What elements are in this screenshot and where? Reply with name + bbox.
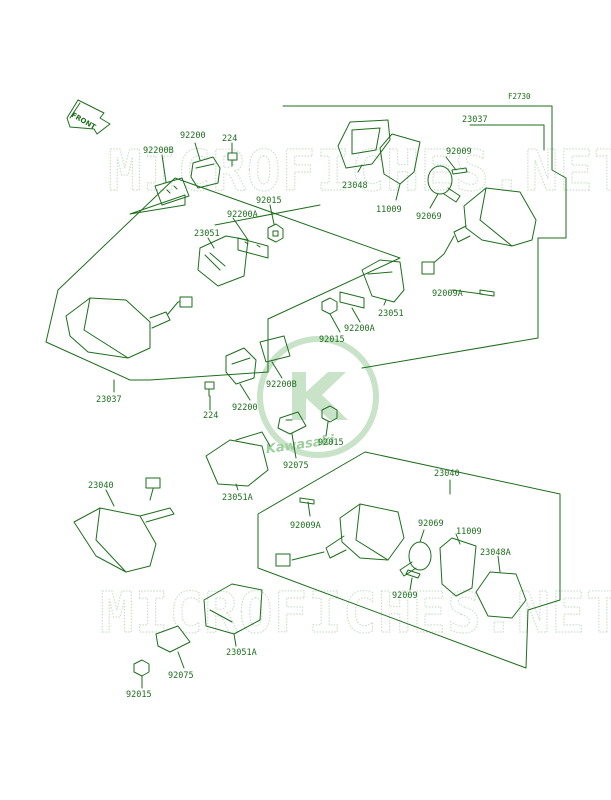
part-label-92009: 92009 — [392, 591, 418, 601]
plate-92200B-mid — [259, 335, 291, 363]
housing-23051-right — [361, 259, 405, 303]
bracket-92200-mid — [225, 347, 257, 385]
part-label-92009a: 92009A — [432, 289, 463, 299]
lamp-23037-left — [65, 296, 193, 359]
bulb-92069-top — [427, 165, 461, 203]
housing-23051A-bottom — [203, 583, 263, 635]
screw-92009-bottom — [405, 569, 421, 579]
plate-92200B-top — [154, 177, 190, 206]
gasket-11009-bottom — [439, 537, 477, 597]
part-label-92200a: 92200A — [227, 210, 258, 220]
part-label-23048: 23048 — [342, 181, 368, 191]
part-label-23051: 23051 — [378, 309, 404, 319]
bracket-92200-top — [190, 156, 221, 189]
part-label-23048a: 23048A — [480, 548, 511, 558]
part-label-92009a: 92009A — [290, 521, 321, 531]
nut-92015-bottom — [133, 659, 150, 677]
part-label-224: 224 — [203, 411, 218, 421]
part-label-23037: 23037 — [96, 395, 122, 405]
lamp-23040-left — [73, 477, 175, 573]
part-label-23051a: 23051A — [222, 493, 253, 503]
part-label-92015: 92015 — [126, 690, 152, 700]
grommet-92075-bottom — [155, 625, 191, 653]
frame-bottom-right — [257, 451, 561, 669]
part-label-23051a: 23051A — [226, 648, 257, 658]
part-label-92200b: 92200B — [143, 146, 174, 156]
part-label-23040: 23040 — [434, 469, 460, 479]
part-label-23037: 23037 — [462, 115, 488, 125]
lens-23048A — [475, 571, 527, 619]
part-label-92015: 92015 — [256, 196, 282, 206]
screw-92009A-bottom — [299, 497, 315, 505]
part-label-23051: 23051 — [194, 229, 220, 239]
part-label-92015: 92015 — [319, 335, 345, 345]
housing-23051-top — [197, 235, 249, 287]
part-label-92075: 92075 — [168, 671, 194, 681]
nut-92015-mid — [321, 297, 338, 315]
bulb-92069-bottom — [399, 541, 432, 577]
gasket-11009-top — [379, 133, 421, 185]
lamp-23037-right — [421, 187, 537, 275]
part-label-92069: 92069 — [416, 212, 442, 222]
part-label-92015: 92015 — [318, 438, 344, 448]
part-label-224: 224 — [222, 134, 237, 144]
frame-left — [45, 177, 401, 381]
nut-92015-center — [321, 405, 338, 423]
front-arrow-icon — [66, 99, 111, 135]
part-label-11009: 11009 — [376, 205, 402, 215]
part-label-92200a: 92200A — [344, 324, 375, 334]
lamp-23040-right — [275, 503, 405, 567]
grommet-92075-center — [277, 411, 307, 435]
bolt-224-mid — [204, 381, 215, 397]
washer-92200A-top — [237, 237, 269, 259]
housing-23051A-center — [205, 431, 271, 487]
nut-92015-top — [267, 223, 284, 243]
part-label-92009: 92009 — [446, 147, 472, 157]
part-label-23040: 23040 — [88, 481, 114, 491]
screw-92009-top — [451, 167, 468, 175]
part-label-11009: 11009 — [456, 527, 482, 537]
washer-92200A-mid — [339, 291, 365, 309]
part-label-92075: 92075 — [283, 461, 309, 471]
ref-code: F2730 — [508, 92, 531, 101]
part-label-92200: 92200 — [180, 131, 206, 141]
watermark-bottom: MICROFICHES.NET — [100, 581, 611, 646]
part-label-92200: 92200 — [232, 403, 258, 413]
screw-92009A-top — [479, 289, 495, 297]
watermark-top: MICROFICHES.NET — [108, 139, 611, 204]
frame-top-right — [282, 105, 567, 369]
part-label-92069: 92069 — [418, 519, 444, 529]
lens-23048 — [337, 119, 391, 169]
part-label-92200b: 92200B — [266, 380, 297, 390]
